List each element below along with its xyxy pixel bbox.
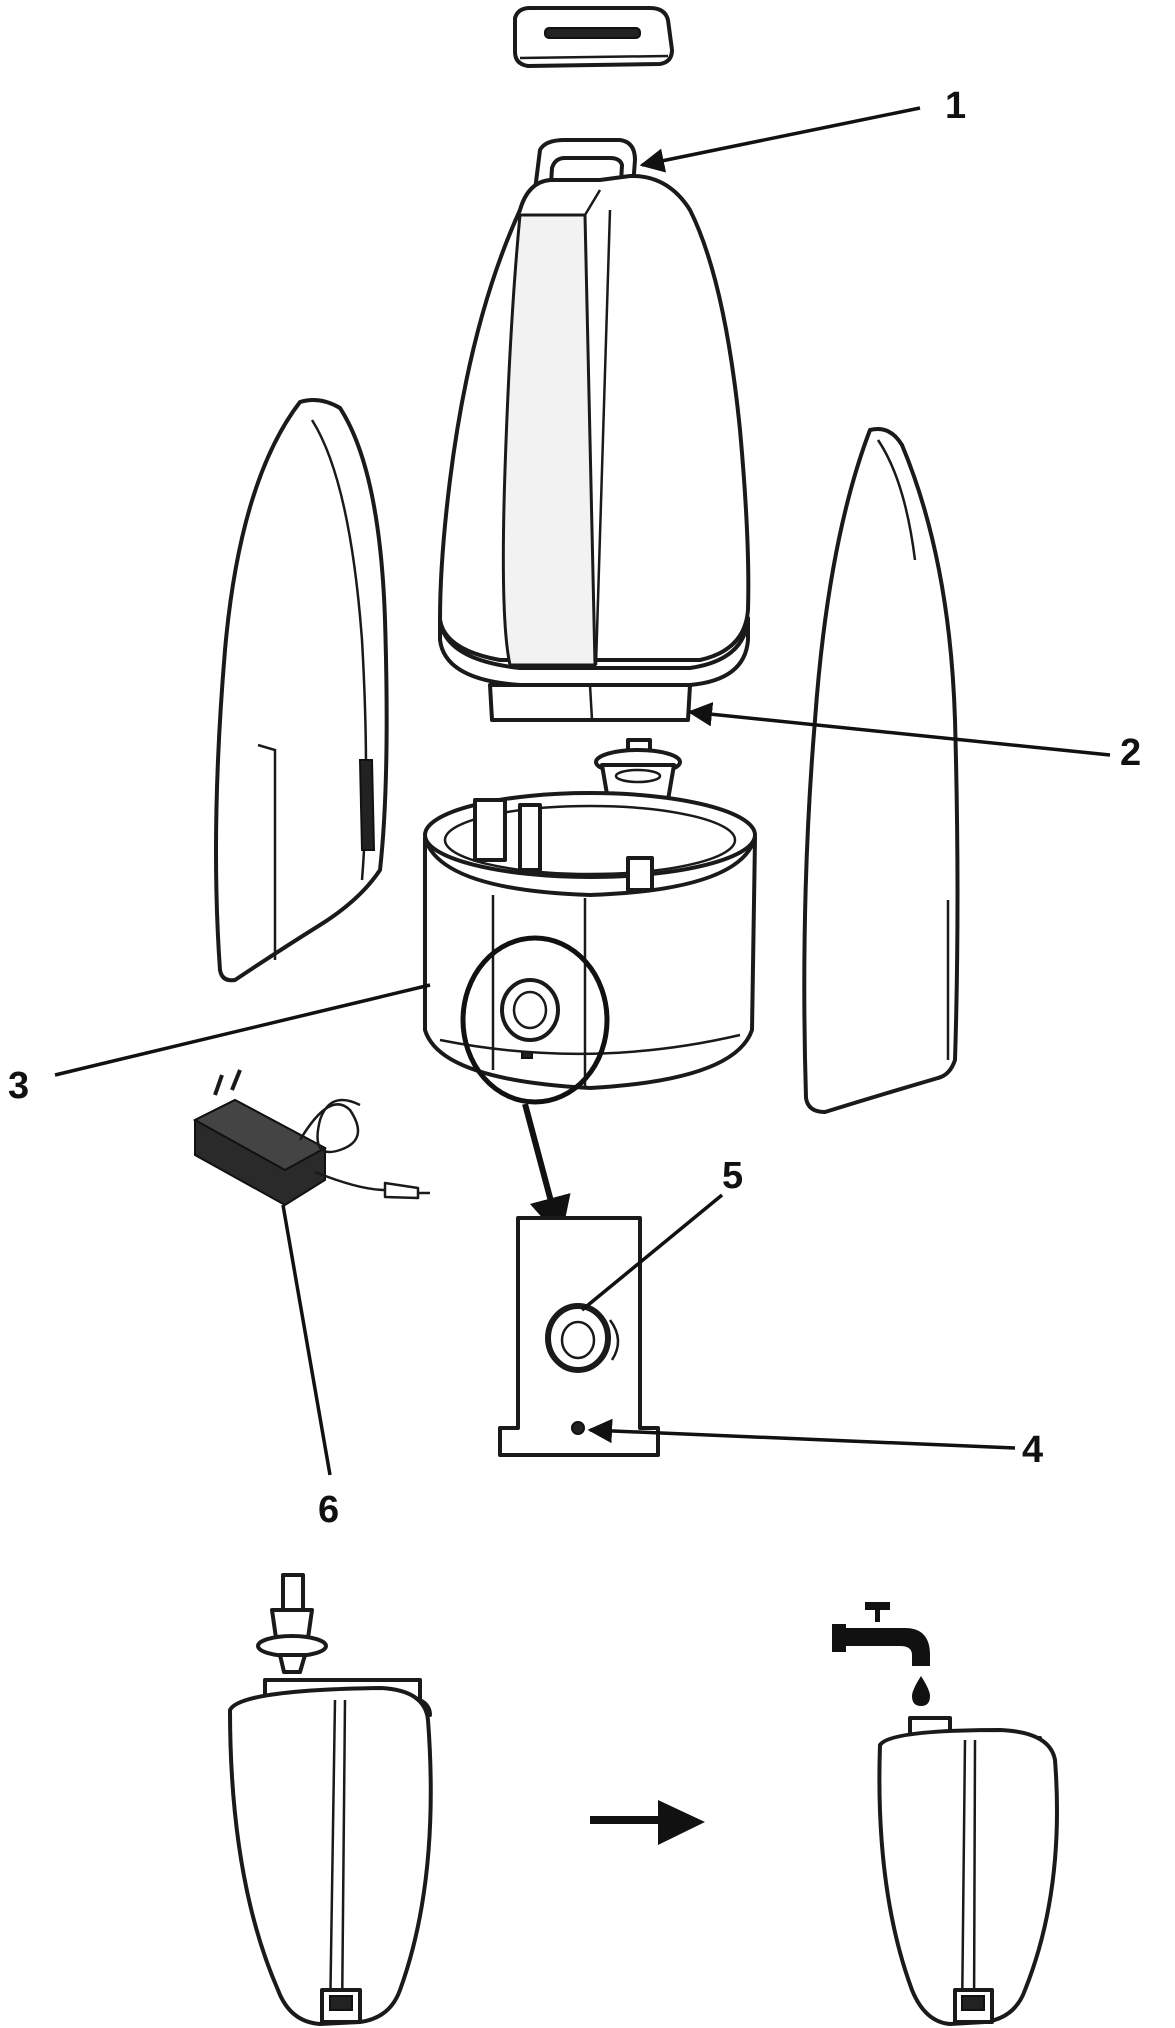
faucet-icon [832,1602,930,1666]
control-detail-panel [498,1216,660,1457]
callout-6: 6 [318,1489,339,1531]
power-adapter [192,1069,430,1207]
tank-with-valve-removed [228,1573,433,2026]
top-cap [513,6,674,68]
callout-1: 1 [945,85,966,127]
detail-magnifier [460,935,610,1240]
leader-lines [54,106,1111,1476]
water-tank [438,138,751,722]
water-drop-icon [912,1676,930,1706]
right-arrow-icon [590,1800,705,1845]
callout-4: 4 [1022,1429,1043,1471]
tank-refill [877,1716,1059,2026]
right-side-panel [802,427,960,1114]
callout-2: 2 [1120,732,1141,774]
humidifier-base [423,791,757,1090]
callout-5: 5 [722,1155,743,1197]
left-side-panel [214,398,389,983]
callout-3: 3 [8,1065,29,1107]
